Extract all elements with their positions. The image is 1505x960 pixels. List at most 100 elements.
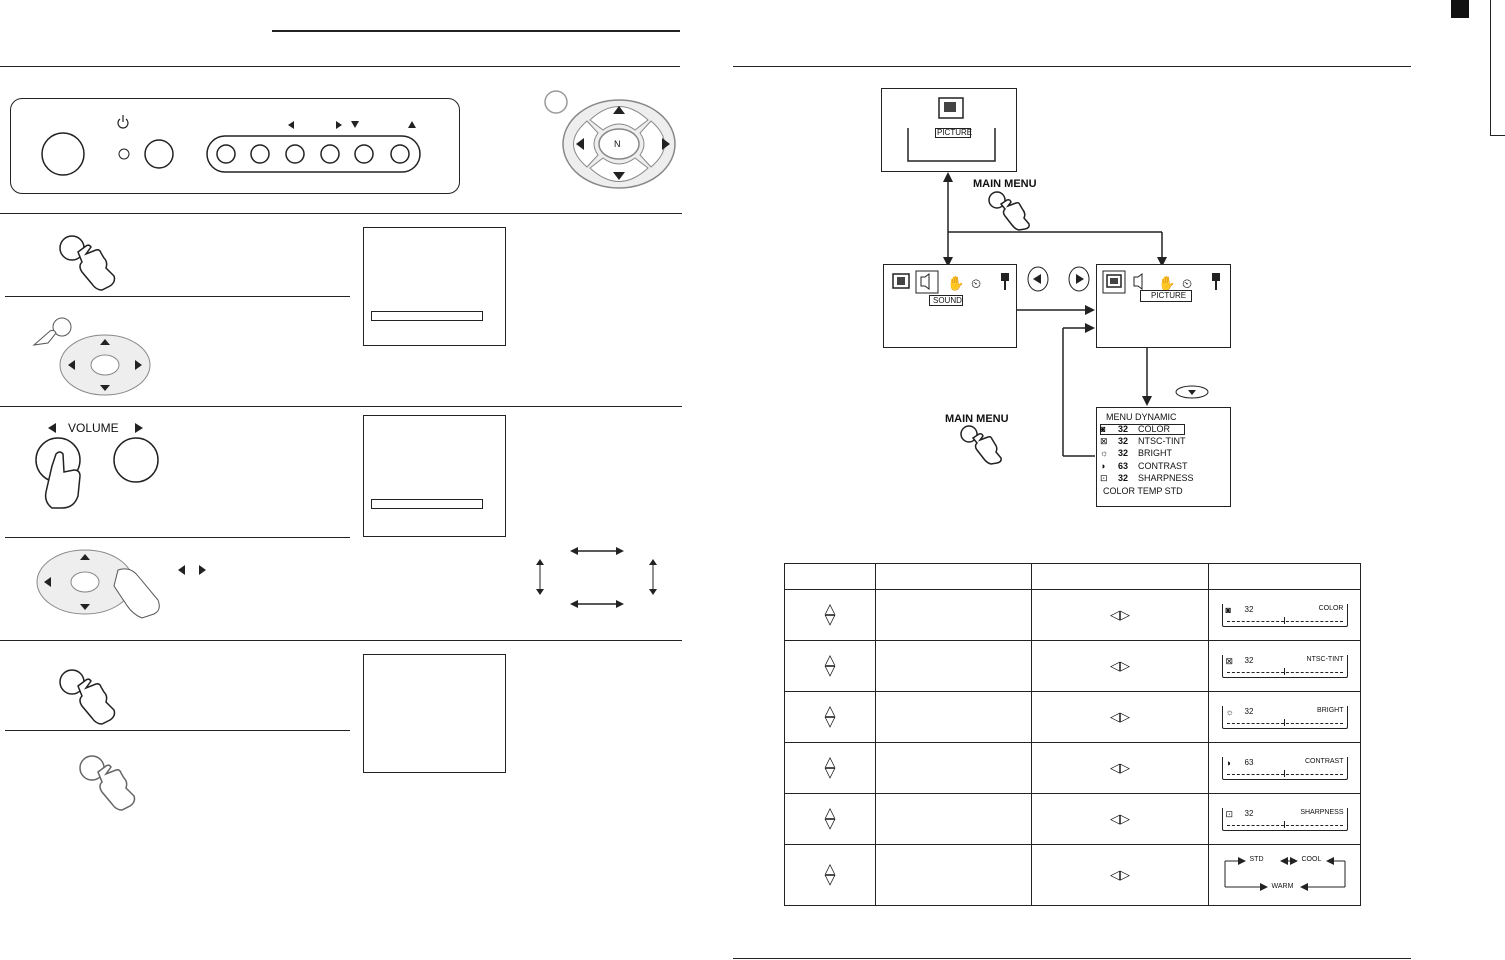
osd-screen-2 — [363, 415, 506, 537]
section-rule-2b — [5, 537, 350, 538]
menu-item-contrast-value: 63 — [1118, 461, 1129, 471]
sound-menu-screen — [883, 264, 1017, 348]
down-arrow-icon — [351, 121, 359, 128]
header-rule-right — [733, 66, 1411, 67]
color-temp-cool: COOL — [1301, 856, 1322, 863]
volume-label: VOLUME — [68, 421, 119, 435]
menu-item-bright-value: 32 — [1118, 448, 1129, 458]
menu-item-sharpness-icon: ⊡ — [1100, 473, 1108, 483]
menu-item-tint-name: NTSC-TINT — [1138, 436, 1186, 446]
menu-item-tint-value: 32 — [1118, 436, 1129, 446]
up-down-select-icon: △▽ — [824, 702, 836, 729]
main-menu-label: MAIN MENU — [973, 178, 1037, 190]
footer-rule-right — [733, 958, 1411, 959]
section-rule-1 — [0, 213, 682, 214]
picture-icon — [938, 97, 964, 119]
menu-dynamic-screen — [1096, 407, 1231, 507]
volume-buttons — [35, 437, 159, 509]
power-icon — [117, 115, 129, 129]
section-rule-2 — [0, 406, 682, 407]
menu-item-color-name: COLOR — [1138, 424, 1171, 434]
nav-left-right-buttons — [1027, 266, 1090, 292]
picture-menu-icons: ✋ ⏲ — [1102, 270, 1220, 294]
remote-direction-pad — [544, 90, 676, 189]
color-temp-warm: WARM — [1271, 883, 1294, 890]
main-menu-hand-icon-2 — [960, 425, 1002, 465]
up-down-select-icon: △▽ — [824, 804, 836, 831]
volume-right-arrow-icon — [135, 423, 143, 433]
menu-item-contrast-icon: ◑ — [1100, 461, 1106, 471]
picture-label-top: PICTURE — [937, 128, 973, 137]
hand-press-icon-2 — [59, 669, 116, 725]
menu-item-color-icon: ◙ — [1100, 424, 1106, 434]
menu-dynamic-highlight — [1100, 424, 1185, 435]
tv-front-panel-controls — [41, 115, 421, 176]
volume-left-arrow-icon — [48, 423, 56, 433]
left-right-adjust-icon: ◁▷ — [1110, 607, 1130, 622]
up-arrow-icon — [408, 121, 416, 128]
table-header-row — [784, 563, 1361, 590]
left-right-adjust-icon: ◁▷ — [1110, 811, 1130, 826]
right-arrow-icon — [336, 121, 342, 129]
left-right-adjust-icon: ◁▷ — [1110, 658, 1130, 673]
color-temp-std: STD — [1249, 856, 1264, 863]
up-down-select-icon: △▽ — [824, 753, 836, 780]
sound-menu-icons: ✋ ⏲ — [892, 270, 1009, 294]
front-button-strip — [206, 135, 421, 173]
svg-text:✋: ✋ — [1158, 275, 1175, 292]
remote-right-press-icon — [36, 549, 160, 619]
main-power-button — [41, 132, 85, 176]
svg-text:⏲: ⏲ — [1182, 277, 1192, 292]
page-tab-marker — [1451, 0, 1469, 18]
menu-item-contrast-name: CONTRAST — [1138, 461, 1188, 471]
menu-color-temp: COLOR TEMP STD — [1103, 486, 1183, 496]
top-screen-bracket — [907, 128, 996, 162]
left-arrow-icon — [288, 121, 294, 129]
left-right-adjust-icon: ◁▷ — [1110, 709, 1130, 724]
cycle-arrows — [536, 547, 657, 608]
menu-item-bright-icon: ☼ — [1100, 448, 1109, 458]
hand-press-icon-3 — [79, 755, 136, 811]
up-down-select-icon: △▽ — [824, 600, 836, 627]
up-down-select-icon: △▽ — [824, 651, 836, 678]
menu-item-sharpness-value: 32 — [1118, 473, 1129, 483]
left-right-adjust-icon: ◁▷ — [1110, 867, 1130, 882]
page-tab-edge — [1490, 0, 1491, 135]
menu-item-sharpness-name: SHARPNESS — [1138, 473, 1194, 483]
standby-button — [144, 139, 174, 169]
table-row: △▽ ◁▷ STD COO — [784, 844, 1361, 906]
osd-highlight-bar-2 — [371, 499, 483, 509]
main-menu-hand-icon — [988, 191, 1030, 231]
main-menu-label-2: MAIN MENU — [945, 413, 1009, 425]
picture-label-box-2 — [1140, 290, 1192, 302]
header-rule-short — [272, 30, 680, 32]
svg-text:✋: ✋ — [947, 275, 964, 292]
osd-highlight-bar-1 — [371, 311, 483, 321]
menu-item-bright-name: BRIGHT — [1138, 448, 1173, 458]
hand-press-icon — [59, 235, 116, 291]
section-rule-1b — [5, 296, 350, 297]
menu-item-tint-icon: ⊠ — [1100, 436, 1108, 446]
sound-label-box — [929, 295, 963, 306]
section-rule-3b — [5, 730, 350, 731]
picture-label: PICTURE — [1151, 291, 1187, 300]
remote-center-label: N — [614, 139, 621, 149]
menu-dynamic-title: MENU DYNAMIC — [1106, 412, 1177, 422]
sound-label: SOUND — [933, 296, 962, 305]
power-indicator — [118, 148, 130, 160]
tv-front-panel — [10, 98, 460, 194]
svg-text:⏲: ⏲ — [971, 277, 981, 292]
picture-label-box — [935, 128, 971, 138]
osd-screen-1 — [363, 227, 506, 346]
color-temp-cycle: STD COOL WARM — [1222, 856, 1348, 893]
